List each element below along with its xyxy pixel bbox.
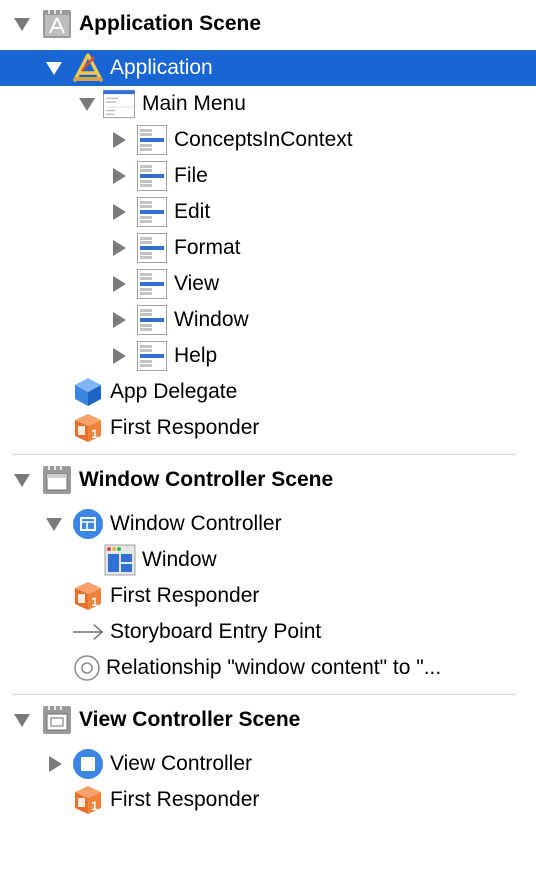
- outline-label: Window: [142, 548, 217, 571]
- menu-item-icon: [136, 304, 168, 336]
- outline-label: First Responder: [110, 584, 260, 607]
- disclosure-triangle-collapsed[interactable]: [109, 346, 129, 366]
- outline-row-app-delegate[interactable]: App Delegate: [0, 374, 536, 410]
- outline-row-menu-item[interactable]: ConceptsInContext: [0, 122, 536, 158]
- disclosure-triangle-collapsed[interactable]: [109, 202, 129, 222]
- svg-text:1: 1: [91, 427, 98, 441]
- outline-row-relationship[interactable]: Relationship "window content" to "...: [0, 650, 536, 686]
- menu-item-icon: [136, 340, 168, 372]
- outline-row-view-controller[interactable]: View Controller: [0, 746, 536, 782]
- disclosure-triangle-collapsed[interactable]: [109, 310, 129, 330]
- view-controller-icon: [72, 748, 104, 780]
- disclosure-triangle-expanded[interactable]: [44, 58, 64, 78]
- outline-row-main-menu[interactable]: Main Menu: [0, 86, 536, 122]
- outline-row-window[interactable]: Window: [0, 542, 536, 578]
- outline-row-menu-item[interactable]: File: [0, 158, 536, 194]
- window-icon: [104, 544, 136, 576]
- outline-row-menu-item[interactable]: Format: [0, 230, 536, 266]
- scene-icon: [41, 8, 73, 40]
- svg-text:1: 1: [91, 595, 98, 609]
- disclosure-triangle-expanded[interactable]: [77, 94, 97, 114]
- outline-label: ConceptsInContext: [174, 128, 353, 151]
- menu-item-icon: [136, 232, 168, 264]
- outline-row-menu-item[interactable]: Edit: [0, 194, 536, 230]
- outline-label: First Responder: [110, 416, 260, 439]
- disclosure-triangle-expanded[interactable]: [12, 710, 32, 730]
- outline-label: Storyboard Entry Point: [110, 620, 322, 643]
- menu-item-icon: [136, 268, 168, 300]
- outline-label: Help: [174, 344, 218, 367]
- outline-label: Window Controller: [110, 512, 282, 535]
- main-menu-icon: [103, 88, 135, 120]
- disclosure-triangle-collapsed[interactable]: [45, 754, 65, 774]
- outline-label: File: [174, 164, 208, 187]
- svg-text:1: 1: [91, 799, 98, 813]
- arrow-right-icon: [72, 616, 104, 648]
- scene-title: View Controller Scene: [79, 708, 301, 731]
- outline-row-view-controller-scene[interactable]: View Controller Scene: [0, 702, 536, 738]
- first-responder-icon: 1: [72, 784, 104, 816]
- disclosure-triangle-collapsed[interactable]: [109, 166, 129, 186]
- outline-label: First Responder: [110, 788, 260, 811]
- scene-separator: [12, 454, 516, 455]
- outline-label: Window: [174, 308, 249, 331]
- relationship-icon: [71, 652, 103, 684]
- outline-row-application-scene[interactable]: Application Scene: [0, 6, 536, 42]
- outline-row-first-responder[interactable]: 1 First Responder: [0, 578, 536, 614]
- outline-label: Main Menu: [142, 92, 246, 115]
- outline-label: Edit: [174, 200, 211, 223]
- outline-row-first-responder[interactable]: 1 First Responder: [0, 410, 536, 446]
- outline-row-menu-item[interactable]: Help: [0, 338, 536, 374]
- first-responder-icon: 1: [72, 580, 104, 612]
- menu-item-icon: [136, 196, 168, 228]
- outline-label: Application: [110, 56, 213, 79]
- outline-label: View: [174, 272, 220, 295]
- disclosure-triangle-expanded[interactable]: [12, 14, 32, 34]
- outline-row-window-controller-scene[interactable]: Window Controller Scene: [0, 462, 536, 498]
- menu-item-icon: [136, 160, 168, 192]
- outline-row-menu-item[interactable]: View: [0, 266, 536, 302]
- outline-row-menu-item[interactable]: Window: [0, 302, 536, 338]
- scene-title: Window Controller Scene: [79, 468, 334, 491]
- application-icon: [72, 52, 104, 84]
- scene-title: Application Scene: [79, 12, 262, 35]
- scene-icon: [41, 704, 73, 736]
- disclosure-triangle-collapsed[interactable]: [109, 274, 129, 294]
- window-controller-icon: [72, 508, 104, 540]
- outline-row-storyboard-entry-point[interactable]: Storyboard Entry Point: [0, 614, 536, 650]
- outline-label: View Controller: [110, 752, 253, 775]
- cube-icon: [72, 376, 104, 408]
- outline-label: Relationship "window content" to "...: [106, 656, 442, 679]
- disclosure-triangle-collapsed[interactable]: [109, 238, 129, 258]
- disclosure-triangle-expanded[interactable]: [44, 514, 64, 534]
- outline-label: App Delegate: [110, 380, 238, 403]
- disclosure-triangle-expanded[interactable]: [12, 470, 32, 490]
- outline-row-application[interactable]: Application: [0, 50, 536, 86]
- disclosure-triangle-collapsed[interactable]: [109, 130, 129, 150]
- outline-row-window-controller[interactable]: Window Controller: [0, 506, 536, 542]
- scene-separator: [12, 694, 516, 695]
- first-responder-icon: 1: [72, 412, 104, 444]
- outline-label: Format: [174, 236, 241, 259]
- scene-icon: [41, 464, 73, 496]
- menu-item-icon: [136, 124, 168, 156]
- outline-row-first-responder[interactable]: 1 First Responder: [0, 782, 536, 818]
